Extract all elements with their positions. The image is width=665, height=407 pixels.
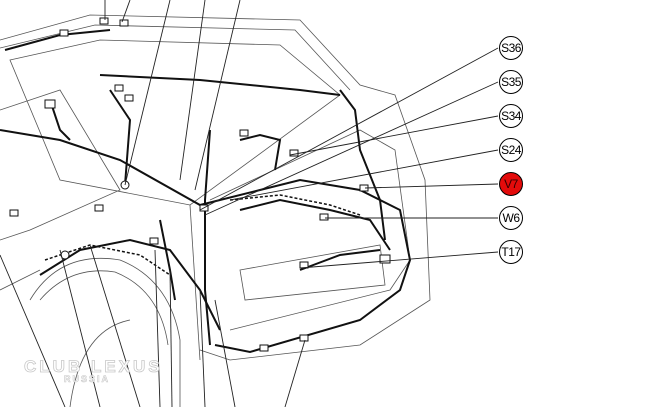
watermark-logo: CLUB LEXUS — [24, 357, 163, 377]
callout-s35: S35 — [499, 70, 523, 94]
connectors — [9, 17, 391, 352]
callout-s24: S24 — [499, 138, 523, 162]
leader-lines — [0, 0, 499, 407]
wire-harness — [0, 29, 412, 354]
callout-s34: S34 — [499, 104, 523, 128]
callout-s36: S36 — [499, 36, 523, 60]
watermark-logo-sub: RUSSIA — [64, 374, 111, 385]
callout-t17: T17 — [499, 240, 523, 264]
callout-v7-highlighted: V7 — [499, 172, 523, 196]
vehicle-body-outline — [0, 14, 431, 407]
wire-harness-dashed — [44, 194, 361, 276]
callout-w6: W6 — [499, 206, 523, 230]
